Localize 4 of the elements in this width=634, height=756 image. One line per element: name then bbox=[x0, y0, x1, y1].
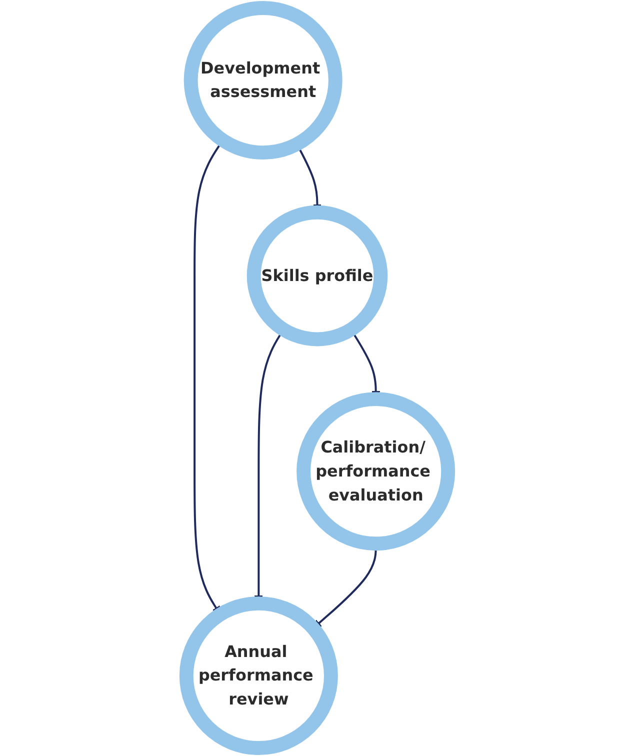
node-circle: Annual performance review bbox=[179, 596, 338, 755]
node-circle: Development assessment bbox=[184, 1, 342, 160]
node-circle: Skills profile bbox=[246, 205, 388, 346]
node-circle: Calibration/ performance evaluation bbox=[296, 392, 455, 551]
